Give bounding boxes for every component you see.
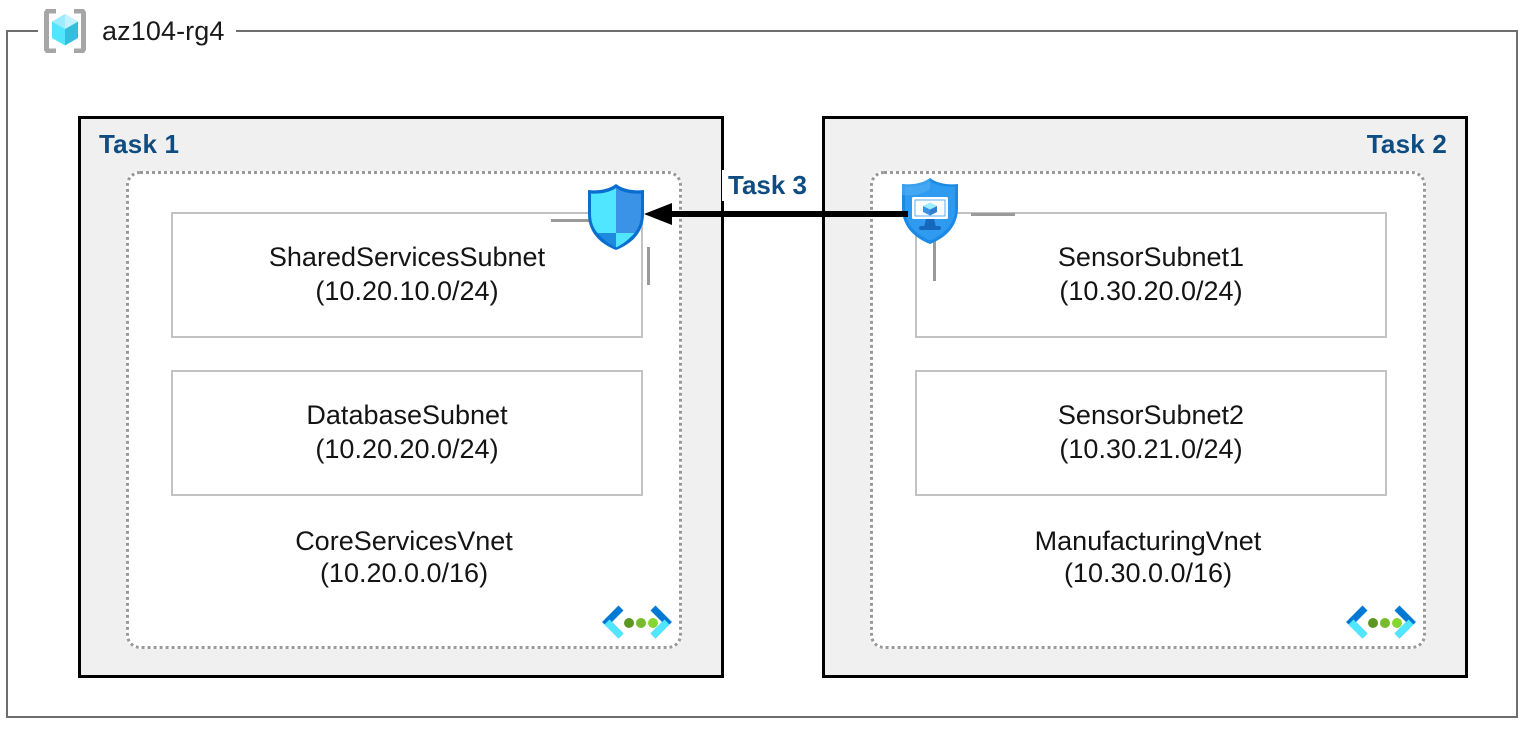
subnet-database: DatabaseSubnet (10.20.20.0/24) <box>171 370 643 496</box>
bastion-shield-monitor-icon <box>902 178 958 244</box>
shield-connector-stub-right <box>971 213 1015 216</box>
task-2-label: Task 2 <box>1366 129 1447 159</box>
core-services-vnet-box: SharedServicesSubnet (10.20.10.0/24) Dat… <box>126 171 682 649</box>
subnet-cidr: (10.30.21.0/24) <box>1059 434 1243 464</box>
task-2-panel: Task 2 SensorSubnet1 (10.30.20.0/24) Sen… <box>822 116 1468 678</box>
vnet-cidr: (10.30.0.0/16) <box>1063 557 1233 588</box>
virtual-network-icon <box>1346 605 1416 639</box>
resource-group-cube-icon <box>44 9 86 53</box>
vnet-cidr: (10.20.0.0/16) <box>319 557 489 588</box>
resource-group-header: az104-rg4 <box>38 4 237 58</box>
task-1-panel: Task 1 SharedServicesSubnet (10.20.10.0/… <box>78 116 724 678</box>
subnet-shared-services: SharedServicesSubnet (10.20.10.0/24) <box>171 212 643 338</box>
subnet-name: DatabaseSubnet <box>306 400 508 431</box>
network-security-group-shield-icon <box>588 184 644 250</box>
manufacturing-vnet-box: SensorSubnet1 (10.30.20.0/24) SensorSubn… <box>870 171 1426 649</box>
left-arrow-icon <box>644 203 672 225</box>
subnet-name: SensorSubnet2 <box>1057 400 1245 431</box>
subnet-sensor-2: SensorSubnet2 (10.30.21.0/24) <box>915 370 1387 496</box>
subnet-cidr: (10.20.10.0/24) <box>315 276 499 306</box>
manufacturing-vnet-caption: ManufacturingVnet (10.30.0.0/16) <box>873 526 1423 590</box>
task-1-label: Task 1 <box>99 129 180 159</box>
shield-connector-stub-bottom <box>933 241 936 281</box>
virtual-network-icon <box>602 605 672 639</box>
core-services-vnet-caption: CoreServicesVnet (10.20.0.0/16) <box>129 526 679 590</box>
vnet-name: CoreServicesVnet <box>295 526 513 556</box>
shield-connector-stub-bottom <box>647 247 650 285</box>
subnet-cidr: (10.20.20.0/24) <box>315 434 499 464</box>
subnet-sensor-1: SensorSubnet1 (10.30.20.0/24) <box>915 212 1387 338</box>
resource-group-frame <box>6 30 1518 718</box>
shield-connector-stub-left <box>551 219 593 222</box>
subnet-name: SensorSubnet1 <box>1057 242 1245 273</box>
vnet-name: ManufacturingVnet <box>1034 526 1262 556</box>
subnet-cidr: (10.30.20.0/24) <box>1059 276 1243 306</box>
task-3-connection-arrow <box>644 203 908 225</box>
task-3-label: Task 3 <box>722 170 814 201</box>
resource-group-name: az104-rg4 <box>102 15 225 46</box>
subnet-name: SharedServicesSubnet <box>268 242 546 273</box>
